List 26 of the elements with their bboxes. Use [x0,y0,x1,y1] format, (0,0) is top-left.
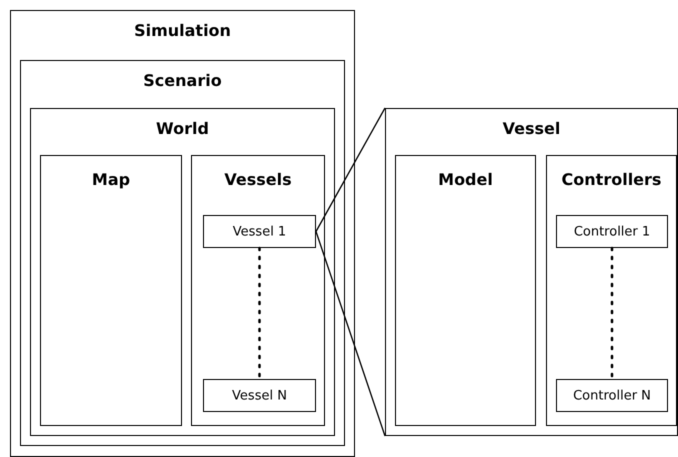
zoom-line [315,108,386,232]
box-heading: Map [90,170,132,189]
container-box [191,155,325,426]
container-box [385,108,678,436]
box-heading: World [155,119,210,138]
container-box [20,60,345,446]
item-box [556,215,668,248]
zoom-line [315,231,386,436]
item-box [203,215,316,248]
box-label: Controller N [572,388,652,403]
item-box [556,379,668,412]
container-box [30,108,335,436]
container-box [395,155,536,426]
item-box [203,379,316,412]
box-label: Vessel N [231,388,288,403]
container-box [10,10,355,457]
box-heading: Model [437,170,494,189]
box-heading: Vessel [502,119,562,138]
box-heading: Scenario [142,71,223,90]
container-box [40,155,182,426]
box-label: Vessel 1 [232,224,288,239]
box-heading: Simulation [133,21,232,40]
container-box [546,155,677,426]
box-label: Controller 1 [572,224,652,239]
box-heading: Controllers [560,170,662,189]
box-heading: Vessels [223,170,293,189]
